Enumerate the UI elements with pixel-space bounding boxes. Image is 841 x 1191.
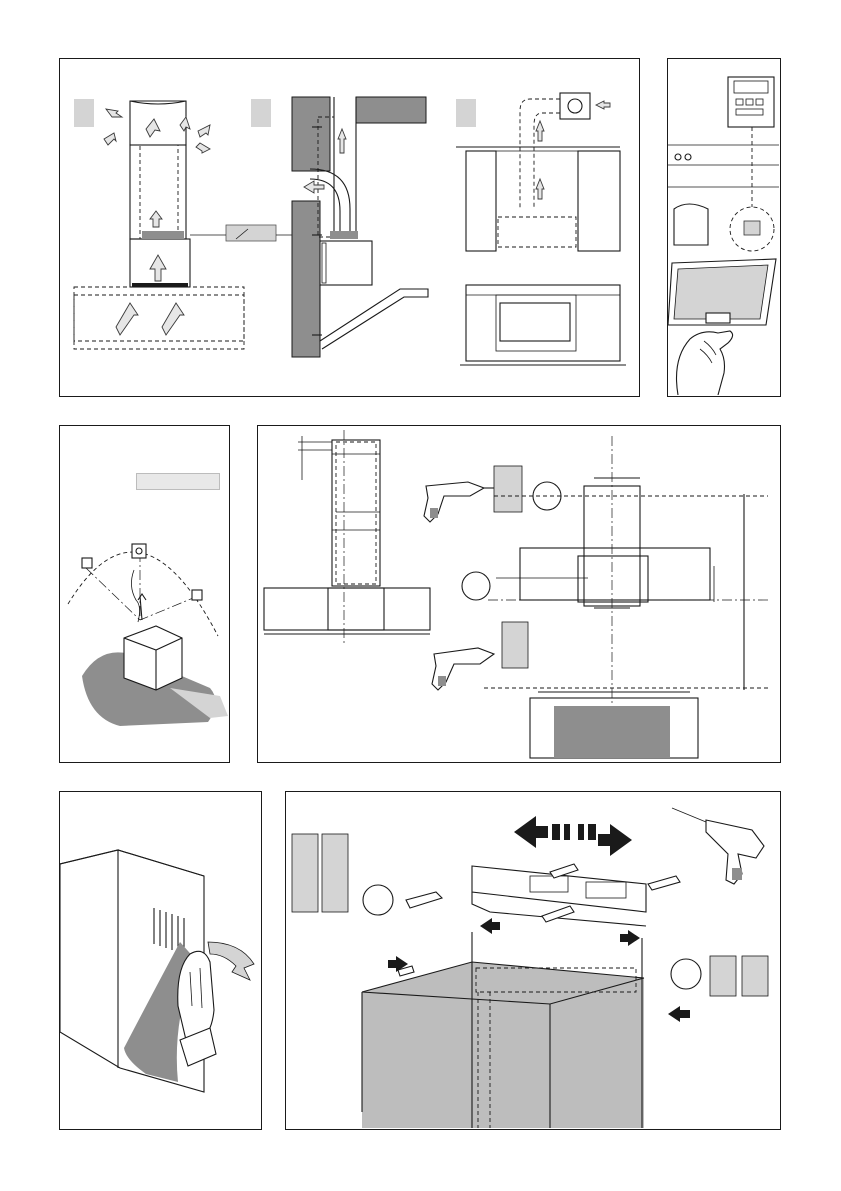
cover-removal-panel <box>59 791 262 1130</box>
direction-arrow-icon <box>668 1006 690 1022</box>
extraction-wall-install <box>292 97 428 357</box>
direction-arrow-icon <box>208 942 254 980</box>
drill-icon <box>672 808 764 884</box>
filter-replacement-panel <box>667 58 781 397</box>
ventilation-modes-panel <box>59 58 640 397</box>
control-panel-label <box>728 77 774 127</box>
step-tag-c <box>456 99 476 127</box>
step-tag-a <box>74 99 94 127</box>
direction-arrow-icon <box>480 918 500 934</box>
hood-body <box>362 932 644 1128</box>
front-view-hood <box>484 436 768 760</box>
connector-label-tag <box>226 225 276 241</box>
power-socket-icon <box>132 544 146 558</box>
drill-step-circle <box>462 572 490 600</box>
hand-icon <box>178 951 216 1066</box>
step-circle <box>363 885 393 915</box>
drill-icon <box>424 482 494 522</box>
direction-arrow-icon <box>514 816 632 856</box>
air-arrow-icon <box>104 109 210 335</box>
screw-icon <box>710 956 736 996</box>
screw-icon <box>322 834 348 912</box>
wall-plug-icon <box>502 622 528 668</box>
bracket-installation-panel <box>285 791 781 1130</box>
wall-mounting-dimensions-panel <box>257 425 781 763</box>
electrical-connection-panel <box>59 425 230 763</box>
hand-icon <box>677 331 733 395</box>
side-view-hood <box>264 430 430 646</box>
step-circle <box>671 959 701 989</box>
wall-plug-icon <box>292 834 318 912</box>
screw-icon <box>742 956 768 996</box>
drill-icon <box>432 648 494 690</box>
wall-plug-icon <box>494 466 522 512</box>
direction-arrow-icon <box>620 930 640 946</box>
step-tag-b <box>251 99 271 127</box>
